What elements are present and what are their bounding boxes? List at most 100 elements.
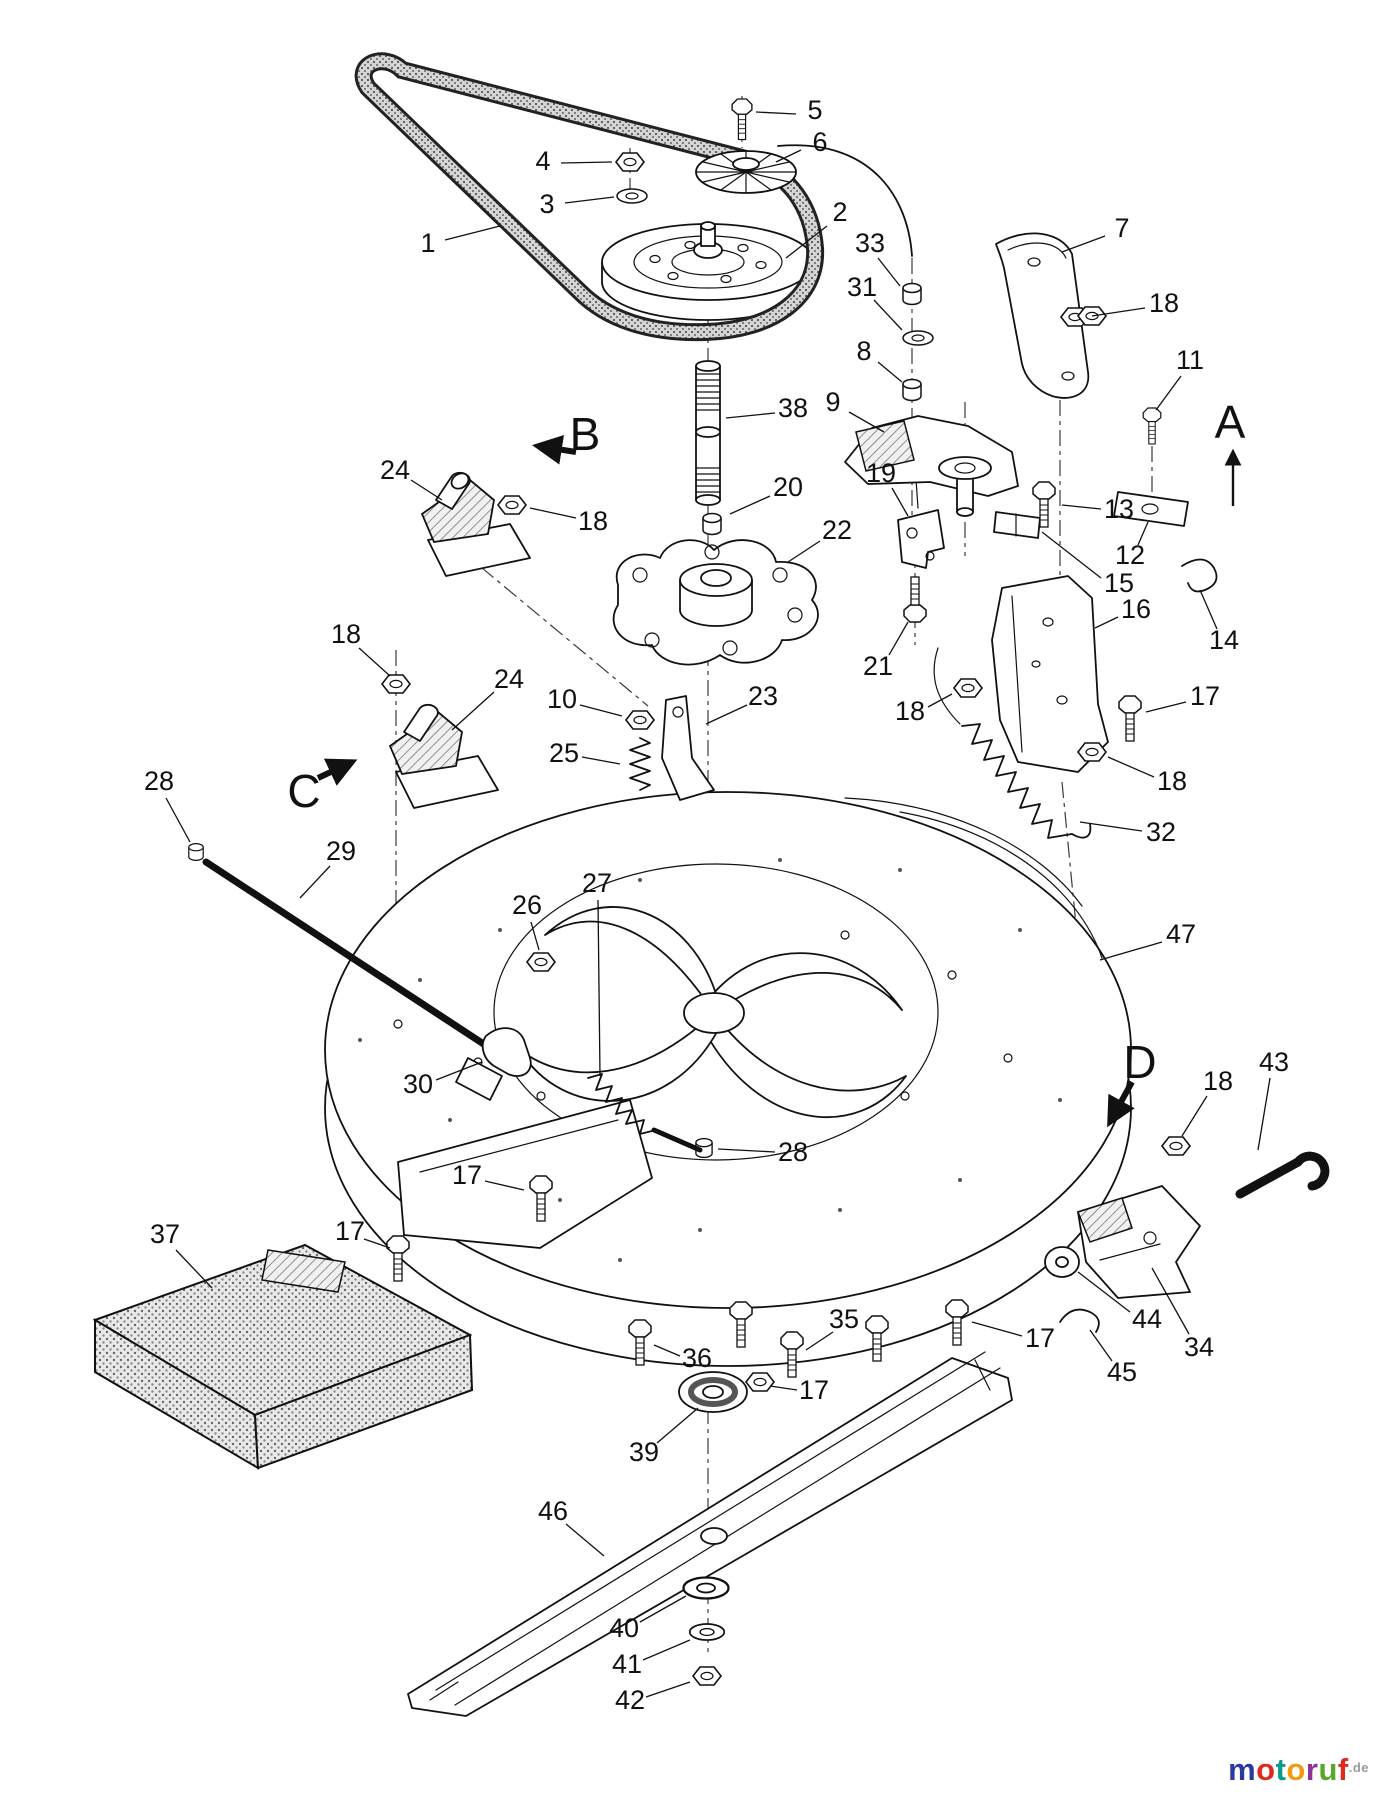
part-number-23: 23 xyxy=(748,681,778,711)
trunnion-block xyxy=(1113,491,1189,527)
flange-nut xyxy=(381,674,411,694)
part-number-37: 37 xyxy=(150,1219,180,1249)
part-number-7: 7 xyxy=(1114,213,1129,243)
leader-line xyxy=(530,921,540,951)
part-number-29: 29 xyxy=(326,836,356,866)
view-letter-A: A xyxy=(1215,396,1246,448)
pulley-bolt-holes xyxy=(649,240,767,284)
leader-line xyxy=(1091,307,1146,317)
leader-line xyxy=(639,1595,687,1623)
leader-line xyxy=(877,257,901,287)
rear-hanger-bracket xyxy=(1077,1185,1201,1299)
view-letter-B: B xyxy=(570,408,601,460)
part-number-34: 34 xyxy=(1184,1332,1214,1362)
part-number-26: 26 xyxy=(512,890,542,920)
part-number-27: 27 xyxy=(582,868,612,898)
part-number-32: 32 xyxy=(1146,817,1176,847)
leader-line xyxy=(1137,521,1149,546)
leader-line xyxy=(579,704,623,717)
logo-domain-suffix: .de xyxy=(1348,1760,1369,1775)
leader-line xyxy=(560,161,613,164)
spindle-shaft xyxy=(695,360,721,506)
part-number-17: 17 xyxy=(1025,1323,1055,1353)
logo-letter: o xyxy=(1286,1752,1306,1787)
flange-nut xyxy=(745,1372,775,1392)
part-number-6: 6 xyxy=(812,127,827,157)
spacer-bushing xyxy=(702,512,722,536)
part-number-18: 18 xyxy=(895,696,925,726)
logo-letter: r xyxy=(1305,1752,1319,1787)
deck-speckles xyxy=(358,858,1062,1262)
leader-line xyxy=(1107,756,1155,778)
leader-line xyxy=(1199,589,1218,630)
hairpin-clip xyxy=(1059,1308,1100,1333)
leader-line xyxy=(1151,1267,1190,1335)
leader-line xyxy=(444,225,501,241)
site-watermark: motoruf.de xyxy=(1228,1752,1369,1788)
part-number-18: 18 xyxy=(1157,766,1187,796)
view-direction-arrow xyxy=(1107,1080,1135,1128)
spring-link-assembly xyxy=(455,1027,703,1153)
part-number-47: 47 xyxy=(1166,919,1196,949)
flange-nut xyxy=(1077,742,1107,762)
hex-bolt xyxy=(1118,695,1142,742)
part-number-42: 42 xyxy=(615,1685,645,1715)
discharge-chute xyxy=(92,1243,474,1470)
leader-line xyxy=(1077,1271,1131,1313)
part-number-28: 28 xyxy=(144,766,174,796)
logo-letter: f xyxy=(1337,1752,1349,1787)
flange-nut xyxy=(625,710,655,730)
part-number-18: 18 xyxy=(578,506,608,536)
leader-line xyxy=(717,1148,776,1153)
part-number-22: 22 xyxy=(822,515,852,545)
j-pin xyxy=(1235,1151,1330,1199)
part-number-3: 3 xyxy=(539,189,554,219)
part-number-10: 10 xyxy=(547,684,577,714)
view-direction-arrow xyxy=(316,758,358,786)
part-number-31: 31 xyxy=(847,272,877,302)
part-number-40: 40 xyxy=(609,1613,639,1643)
flange-nut xyxy=(1161,1136,1191,1156)
part-number-17: 17 xyxy=(452,1160,482,1190)
part-number-14: 14 xyxy=(1209,625,1239,655)
carriage-bolt xyxy=(903,576,927,623)
spacer-bushing xyxy=(902,282,922,306)
leader-line xyxy=(1181,1095,1208,1137)
brake-spring-and-bracket xyxy=(629,695,715,801)
logo-letter: u xyxy=(1318,1752,1338,1787)
leader-line xyxy=(358,647,391,677)
part-number-44: 44 xyxy=(1132,1304,1162,1334)
mower-deck xyxy=(324,791,1132,1367)
clip-bracket xyxy=(993,511,1041,539)
leader-line xyxy=(410,479,443,501)
leader-line xyxy=(653,1344,681,1357)
part-number-12: 12 xyxy=(1115,540,1145,570)
extension-spring xyxy=(933,647,1092,839)
leader-line xyxy=(1094,616,1119,629)
leader-line xyxy=(891,487,909,517)
leader-line xyxy=(1099,941,1163,961)
part-number-45: 45 xyxy=(1107,1357,1137,1387)
blade-nut xyxy=(692,1666,722,1686)
flat-washer xyxy=(616,188,648,204)
part-number-20: 20 xyxy=(773,472,803,502)
logo-word: motoruf xyxy=(1228,1752,1349,1787)
part-number-18: 18 xyxy=(1149,288,1179,318)
leader-line xyxy=(848,411,885,433)
view-direction-arrow xyxy=(532,434,577,465)
part-number-1: 1 xyxy=(420,228,435,258)
leader-line xyxy=(1145,701,1187,713)
flange-nut xyxy=(497,495,527,515)
hex-nut xyxy=(615,152,645,172)
lift-arm xyxy=(995,232,1090,399)
leader-line xyxy=(484,1180,525,1191)
callout-layer: 1234567891011121314151617171717171818181… xyxy=(144,95,1289,1715)
blade-washer xyxy=(682,1576,730,1600)
part-number-24: 24 xyxy=(494,664,524,694)
leader-line xyxy=(805,1331,834,1351)
logo-letter: o xyxy=(1256,1752,1276,1787)
adjustment-pin xyxy=(1142,407,1162,445)
flange-nut xyxy=(526,952,556,972)
mower-blade xyxy=(407,1351,1013,1717)
